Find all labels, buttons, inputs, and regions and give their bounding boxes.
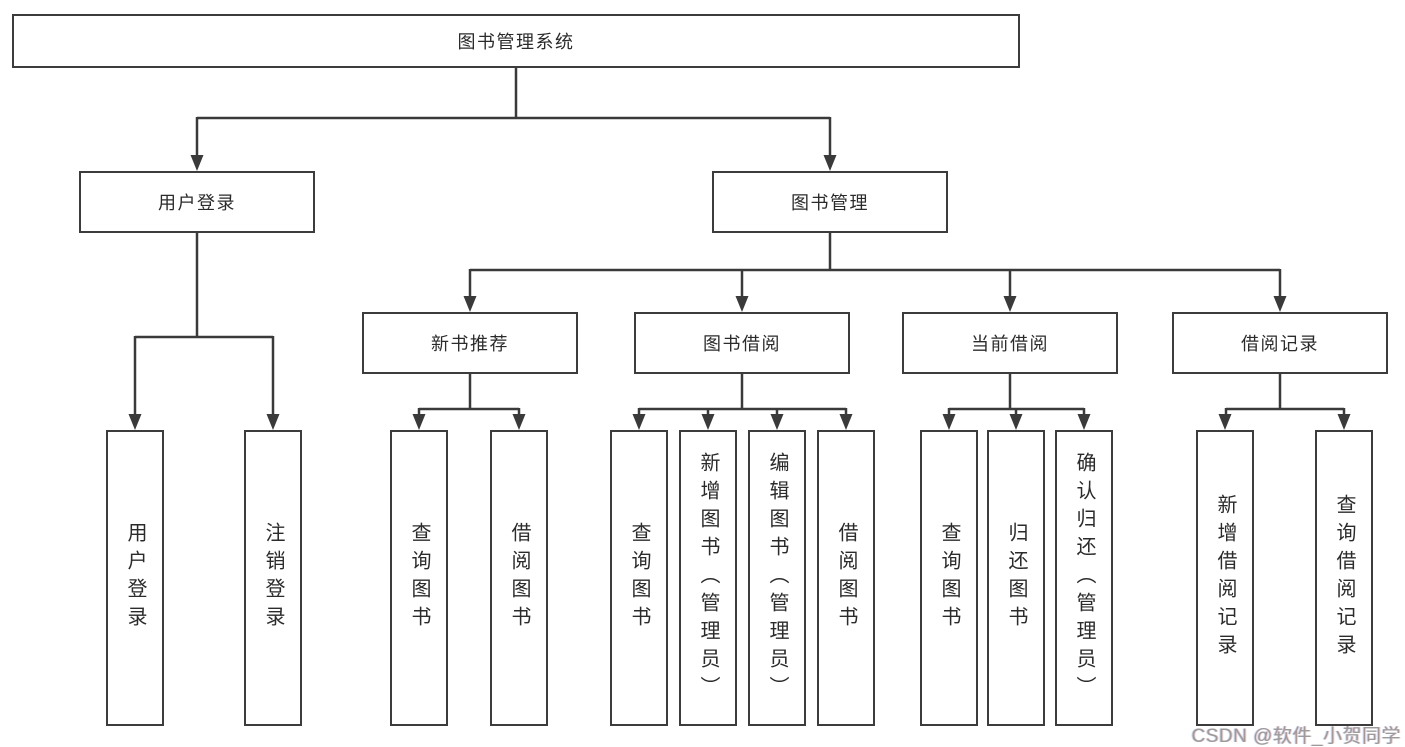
csdn-watermark: CSDN @软件_小贺同学 bbox=[1191, 726, 1401, 747]
leaf-borrow-books-1: 借阅图书 bbox=[490, 430, 548, 726]
node-label: 新书推荐 bbox=[431, 334, 509, 354]
node-label: 编辑图书（管理员） bbox=[766, 452, 788, 704]
node-label: 确认归还（管理员） bbox=[1073, 452, 1095, 704]
node-new-book-recommend: 新书推荐 bbox=[362, 312, 578, 374]
node-label: 图书管理 bbox=[791, 193, 869, 213]
node-label: 查询借阅记录 bbox=[1333, 494, 1355, 662]
leaf-logout: 注销登录 bbox=[244, 430, 302, 726]
node-label: 借阅图书 bbox=[835, 522, 857, 634]
node-label: 用户登录 bbox=[124, 522, 146, 634]
node-book-borrowing: 图书借阅 bbox=[634, 312, 850, 374]
node-library-management-system: 图书管理系统 bbox=[12, 14, 1020, 68]
node-label: 借阅记录 bbox=[1241, 334, 1319, 354]
leaf-add-books-admin: 新增图书（管理员） bbox=[679, 430, 737, 726]
leaf-query-books-2: 查询图书 bbox=[610, 430, 668, 726]
node-label: 查询图书 bbox=[938, 522, 960, 634]
node-user-login: 用户登录 bbox=[79, 171, 315, 233]
node-label: 用户登录 bbox=[158, 193, 236, 213]
leaf-confirm-return-admin: 确认归还（管理员） bbox=[1055, 430, 1113, 726]
node-label: 新增借阅记录 bbox=[1214, 494, 1236, 662]
node-book-management: 图书管理 bbox=[712, 171, 948, 233]
leaf-edit-books-admin: 编辑图书（管理员） bbox=[748, 430, 806, 726]
node-label: 新增图书（管理员） bbox=[697, 452, 719, 704]
leaf-user-login: 用户登录 bbox=[106, 430, 164, 726]
node-label: 注销登录 bbox=[262, 522, 284, 634]
leaf-query-borrow-record: 查询借阅记录 bbox=[1315, 430, 1373, 726]
leaf-add-borrow-record: 新增借阅记录 bbox=[1196, 430, 1254, 726]
node-label: 查询图书 bbox=[628, 522, 650, 634]
leaf-query-books-3: 查询图书 bbox=[920, 430, 978, 726]
leaf-borrow-books-2: 借阅图书 bbox=[817, 430, 875, 726]
node-label: 图书借阅 bbox=[703, 334, 781, 354]
node-current-borrowing: 当前借阅 bbox=[902, 312, 1118, 374]
node-label: 当前借阅 bbox=[971, 334, 1049, 354]
node-borrowing-records: 借阅记录 bbox=[1172, 312, 1388, 374]
leaf-query-books-1: 查询图书 bbox=[390, 430, 448, 726]
node-label: 图书管理系统 bbox=[457, 32, 575, 52]
node-label: 借阅图书 bbox=[508, 522, 530, 634]
node-label: 查询图书 bbox=[408, 522, 430, 634]
node-label: 归还图书 bbox=[1005, 522, 1027, 634]
leaf-return-books: 归还图书 bbox=[987, 430, 1045, 726]
